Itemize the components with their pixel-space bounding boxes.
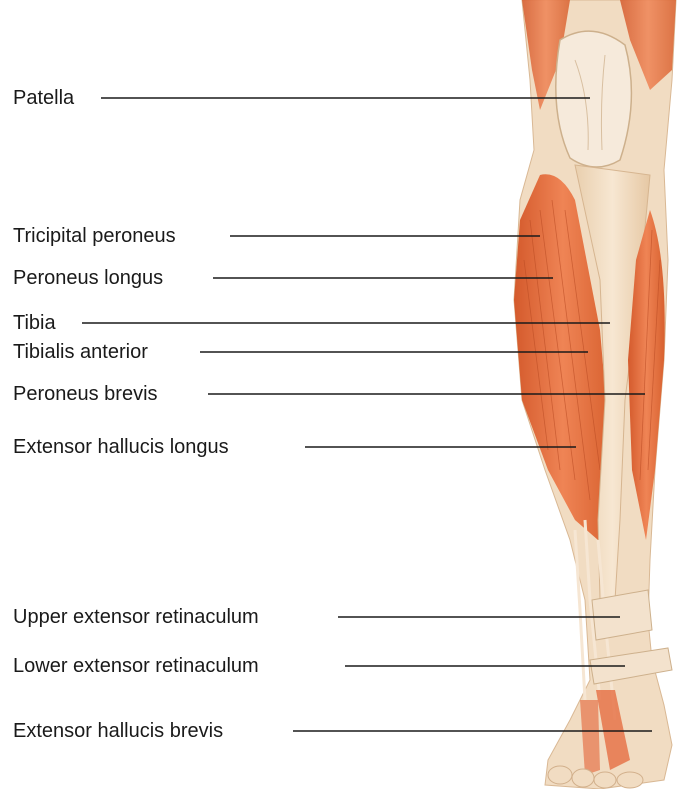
label-extensor-hallucis-longus: Extensor hallucis longus (13, 435, 229, 459)
label-tibialis-anterior: Tibialis anterior (13, 340, 148, 364)
label-extensor-hallucis-brevis: Extensor hallucis brevis (13, 719, 223, 743)
label-patella: Patella (13, 86, 74, 110)
label-peroneus-brevis: Peroneus brevis (13, 382, 158, 406)
label-tricipital-peroneus: Tricipital peroneus (13, 224, 176, 248)
label-upper-extensor-retinaculum: Upper extensor retinaculum (13, 605, 259, 629)
patella-shape (556, 31, 632, 167)
label-peroneus-longus: Peroneus longus (13, 266, 163, 290)
label-tibia: Tibia (13, 311, 56, 335)
label-lower-extensor-retinaculum: Lower extensor retinaculum (13, 654, 259, 678)
